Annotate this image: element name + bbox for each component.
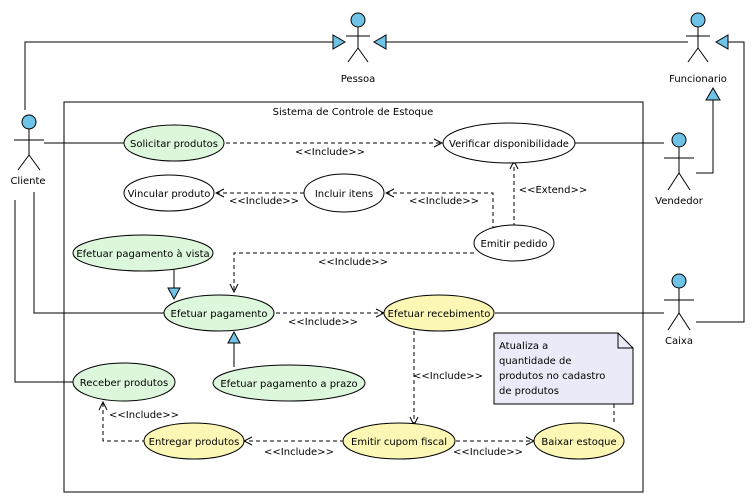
actor-funcionario[interactable]: Funcionario (669, 12, 727, 85)
svg-text:Efetuar pagamento a prazo: Efetuar pagamento a prazo (220, 379, 357, 390)
svg-text:Solicitar produtos: Solicitar produtos (130, 139, 218, 150)
svg-text:Efetuar recebimento: Efetuar recebimento (388, 309, 491, 320)
actor-pessoa-label: Pessoa (341, 74, 376, 85)
note-line-3: produtos no cadastro (499, 371, 605, 382)
actor-pessoa[interactable]: Pessoa (341, 12, 376, 85)
system-title: Sistema de Controle de Estoque (273, 107, 434, 118)
generalization-cliente-pessoa (24, 41, 333, 110)
usecase-efetuar-pagamento-prazo[interactable]: Efetuar pagamento a prazo (212, 364, 366, 402)
svg-text:Vincular produto: Vincular produto (128, 189, 211, 200)
usecase-emitir-pedido[interactable]: Emitir pedido (473, 224, 555, 262)
actor-funcionario-label: Funcionario (669, 74, 727, 85)
actor-vendedor[interactable]: Vendedor (655, 132, 704, 207)
svg-text:Baixar estoque: Baixar estoque (541, 437, 616, 448)
actor-vendedor-label: Vendedor (655, 196, 704, 207)
usecase-verificar-disponibilidade[interactable]: Verificar disponibilidade (442, 122, 576, 164)
usecase-efetuar-recebimento[interactable]: Efetuar recebimento (383, 294, 495, 332)
usecase-incluir-itens[interactable]: Incluir itens (303, 173, 385, 213)
svg-text:Emitir pedido: Emitir pedido (481, 239, 548, 250)
label-include-5: <<Include>> (288, 317, 358, 328)
label-include-2: <<Include>> (229, 196, 299, 207)
label-include-8: <<Include>> (264, 447, 334, 458)
svg-text:Entregar produtos: Entregar produtos (149, 437, 240, 448)
label-extend: <<Extend>> (519, 185, 588, 196)
usecase-vincular-produto[interactable]: Vincular produto (123, 174, 215, 212)
note-line-4: de produtos (499, 386, 559, 397)
actor-head-icon (21, 114, 37, 130)
label-include-1: <<Include>> (295, 147, 365, 158)
actor-head-icon (690, 12, 706, 28)
note-line-2: quantidade de (499, 356, 572, 367)
generalization-arrow-cliente (332, 34, 346, 50)
svg-text:Efetuar pagamento: Efetuar pagamento (171, 309, 268, 320)
label-include-6: <<Include>> (413, 371, 483, 382)
generalization-arrow-funcionario (373, 34, 387, 50)
usecase-receber-produtos[interactable]: Receber produtos (72, 362, 176, 402)
label-include-7: <<Include>> (109, 410, 179, 421)
svg-text:Receber produtos: Receber produtos (80, 378, 168, 389)
usecase-emitir-cupom-fiscal[interactable]: Emitir cupom fiscal (342, 422, 456, 460)
generalization-arrow-caixa (715, 34, 729, 50)
note-atualiza-quantidade: Atualiza a quantidade de produtos no cad… (493, 332, 634, 405)
usecase-baixar-estoque[interactable]: Baixar estoque (533, 422, 625, 460)
generalization-vendedor-funcionario (696, 100, 714, 174)
svg-text:Efetuar pagamento à vista: Efetuar pagamento à vista (76, 248, 209, 260)
usecase-efetuar-pagamento[interactable]: Efetuar pagamento (163, 294, 275, 332)
dep-pedido-incluir (386, 193, 494, 230)
label-include-4: <<Include>> (318, 257, 388, 268)
actor-head-icon (671, 273, 687, 289)
generalization-arrow-vendedor (705, 87, 721, 101)
gen-arrow-prazo (227, 330, 241, 344)
dep-pedido-pagamento (234, 252, 474, 292)
label-include-3: <<Include>> (409, 196, 479, 207)
system-boundary (63, 101, 644, 493)
actor-head-icon (671, 132, 687, 148)
svg-text:Verificar disponibilidade: Verificar disponibilidade (449, 139, 569, 150)
actor-cliente[interactable]: Cliente (10, 114, 46, 187)
actor-cliente-label: Cliente (10, 176, 45, 187)
usecase-efetuar-pagamento-vista[interactable]: Efetuar pagamento à vista (72, 234, 214, 272)
actor-caixa-label: Caixa (665, 336, 693, 347)
generalization-caixa-funcionario (696, 41, 745, 323)
dep-entregar-receber (103, 402, 146, 442)
svg-text:Incluir itens: Incluir itens (315, 189, 373, 200)
actor-head-icon (350, 12, 366, 28)
svg-text:Emitir cupom fiscal: Emitir cupom fiscal (351, 437, 447, 448)
note-line-1: Atualiza a (499, 341, 548, 352)
assoc-cliente-pagamento (33, 192, 164, 314)
gen-arrow-vista (167, 287, 181, 301)
actor-caixa[interactable]: Caixa (664, 273, 694, 347)
usecase-entregar-produtos[interactable]: Entregar produtos (143, 422, 245, 460)
label-include-9: <<Include>> (453, 447, 523, 458)
assoc-cliente-receber (14, 200, 76, 383)
usecase-solicitar-produtos[interactable]: Solicitar produtos (123, 124, 225, 162)
